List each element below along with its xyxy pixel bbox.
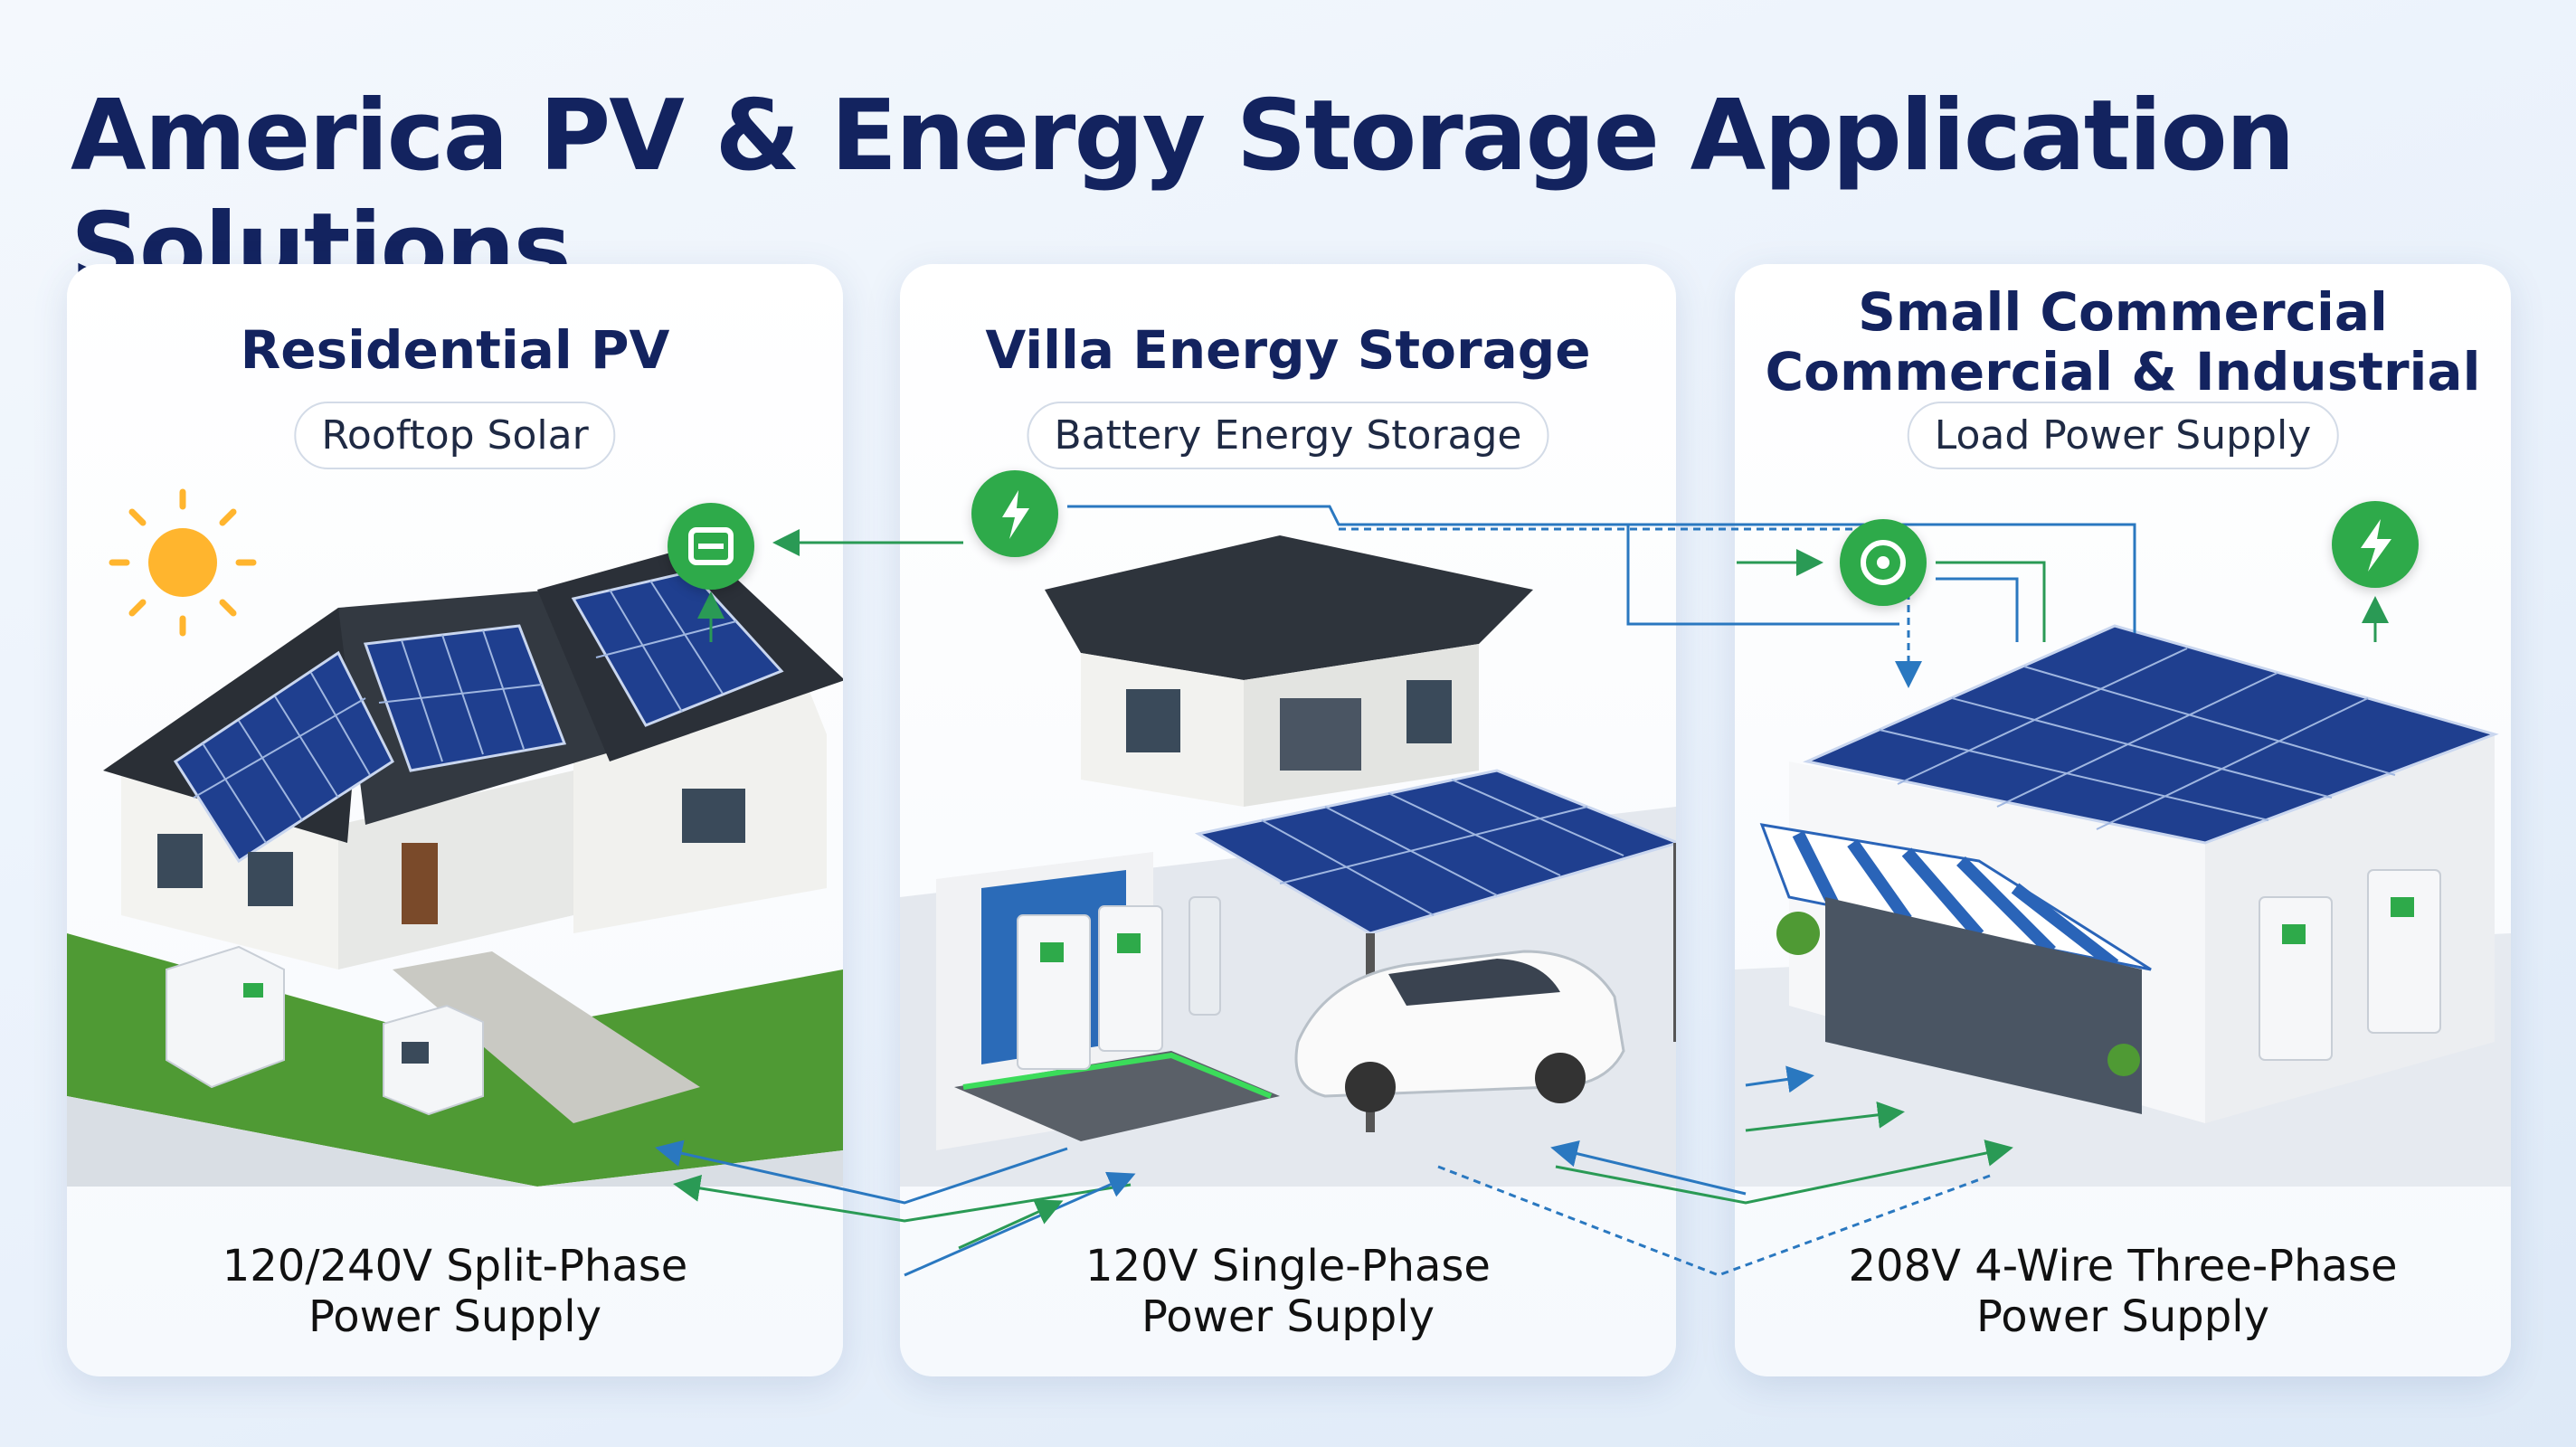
card-title-line: Villa Energy Storage	[985, 319, 1591, 381]
caption-line: 208V 4-Wire Three-Phase	[1848, 1241, 2398, 1291]
card-title-line: Residential PV	[240, 319, 670, 381]
plug-bolt-icon	[971, 470, 1058, 557]
caption-line: Power Supply	[1141, 1291, 1435, 1342]
card-title: Small Commercial Commercial & Industrial	[1735, 282, 2511, 402]
electric-car	[1294, 950, 1625, 1112]
villa-energy-storage-card: Villa Energy Storage Battery Energy Stor…	[900, 264, 1676, 1376]
ev-charger-unit	[383, 1004, 484, 1116]
caption-line: Power Supply	[308, 1291, 601, 1342]
caption-line: 120V Single-Phase	[1085, 1241, 1491, 1291]
card-subtitle-pill: Load Power Supply	[1907, 402, 2339, 469]
battery-storage-unit	[2259, 869, 2441, 1061]
sun-icon	[109, 488, 257, 637]
commercial-industrial-card: Small Commercial Commercial & Industrial…	[1735, 264, 2511, 1376]
commercial-building-illustration	[1735, 624, 2511, 1187]
roof-solar-panels	[173, 570, 784, 864]
card-title: Residential PV	[67, 320, 843, 380]
inverter-icon	[668, 503, 754, 590]
page-title: America PV & Energy Storage Application …	[71, 80, 2296, 306]
card-caption: 120/240V Split-Phase Power Supply	[67, 1241, 843, 1342]
rooftop-solar-panels	[1803, 624, 2499, 845]
card-subtitle-pill: Battery Energy Storage	[1027, 402, 1549, 469]
residential-pv-card: Residential PV Rooftop Solar	[67, 264, 843, 1376]
card-title: Villa Energy Storage	[900, 320, 1676, 380]
battery-storage-unit	[166, 945, 285, 1089]
villa-illustration	[900, 535, 1676, 1187]
caption-line: 120/240V Split-Phase	[222, 1241, 688, 1291]
card-title-line: Commercial & Industrial	[1765, 341, 2481, 402]
shop-awning	[1759, 823, 2152, 971]
caption-line: Power Supply	[1976, 1291, 2269, 1342]
ev-charger-unit	[1189, 896, 1221, 1016]
residential-house-illustration	[67, 488, 843, 1187]
lightning-icon	[2332, 501, 2419, 588]
card-title-line: Small Commercial	[1858, 281, 2388, 343]
card-caption: 120V Single-Phase Power Supply	[900, 1241, 1676, 1342]
battery-storage-unit	[1017, 905, 1163, 1070]
power-cycle-icon	[1840, 519, 1927, 606]
card-caption: 208V 4-Wire Three-Phase Power Supply	[1735, 1241, 2511, 1342]
card-subtitle-pill: Rooftop Solar	[294, 402, 616, 469]
